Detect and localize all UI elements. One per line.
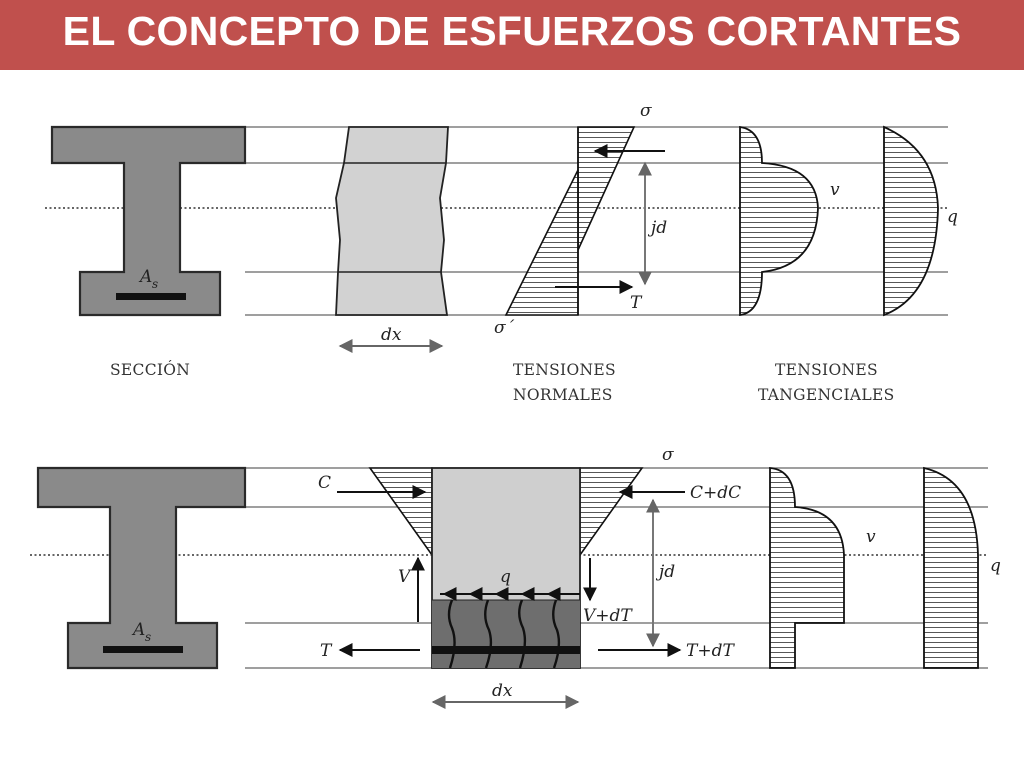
rebar bbox=[116, 293, 186, 300]
dx-element bbox=[335, 126, 449, 316]
as-label: A bbox=[138, 267, 152, 287]
reference-lines-bottom bbox=[245, 467, 988, 669]
jd-label: jd bbox=[647, 218, 667, 238]
compression-triangle bbox=[577, 126, 636, 251]
v-label: v bbox=[830, 180, 840, 200]
caption-section: SECCIÓN bbox=[110, 361, 190, 379]
caption-tangential-1: TENSIONES bbox=[775, 361, 878, 379]
rebar-bottom bbox=[103, 646, 183, 653]
t-label: T bbox=[630, 293, 643, 313]
v-dt-label: V+dT bbox=[583, 606, 633, 626]
jd-label-bottom: jd bbox=[655, 562, 675, 582]
as-subscript-bottom: s bbox=[145, 630, 151, 644]
as-subscript: s bbox=[152, 277, 158, 291]
sigma-prime-label: σ´ bbox=[494, 318, 515, 338]
caption-normal-1: TENSIONES bbox=[513, 361, 616, 379]
i-beam-section-bottom bbox=[36, 466, 247, 670]
dx-label-bottom: dx bbox=[492, 681, 513, 701]
tangential-v-diagram bbox=[739, 125, 819, 317]
i-beam-section bbox=[50, 125, 247, 317]
q-label: q bbox=[947, 207, 958, 227]
sigma-label: σ bbox=[640, 101, 652, 121]
tangential-q-diagram-bottom bbox=[923, 466, 979, 669]
t-label-bottom: T bbox=[320, 641, 333, 661]
shear-cracks bbox=[447, 599, 561, 669]
top-diagram: A s dx σ σ´ jd T v q SECCIÓN TENSIONES N… bbox=[45, 101, 958, 404]
compression-left-triangle bbox=[368, 467, 433, 558]
cracked-zone bbox=[432, 600, 580, 668]
bottom-diagram: A s q C C+dC σ V bbox=[30, 445, 1001, 709]
rebar-element bbox=[432, 646, 580, 654]
c-label: C bbox=[318, 473, 331, 493]
title-bar: EL CONCEPTO DE ESFUERZOS CORTANTES bbox=[0, 0, 1024, 70]
sigma-label-bottom: σ bbox=[662, 445, 674, 465]
caption-normal-2: NORMALES bbox=[513, 386, 613, 404]
tension-triangle bbox=[504, 169, 579, 316]
q-shear-label: q bbox=[500, 567, 511, 587]
compression-right-triangle bbox=[579, 467, 644, 558]
c-dc-label: C+dC bbox=[690, 483, 741, 503]
tangential-v-diagram-bottom bbox=[769, 467, 845, 669]
t-dt-label: T+dT bbox=[686, 641, 735, 661]
dx-label: dx bbox=[381, 325, 402, 345]
as-label-bottom: A bbox=[131, 620, 145, 640]
q-label-bottom: q bbox=[990, 556, 1001, 576]
v-label-bottom: v bbox=[866, 527, 876, 547]
v-force-label: V bbox=[398, 567, 412, 587]
caption-tangential-2: TANGENCIALES bbox=[758, 386, 895, 404]
slide-title: EL CONCEPTO DE ESFUERZOS CORTANTES bbox=[62, 8, 962, 54]
tangential-q-diagram bbox=[883, 125, 939, 317]
